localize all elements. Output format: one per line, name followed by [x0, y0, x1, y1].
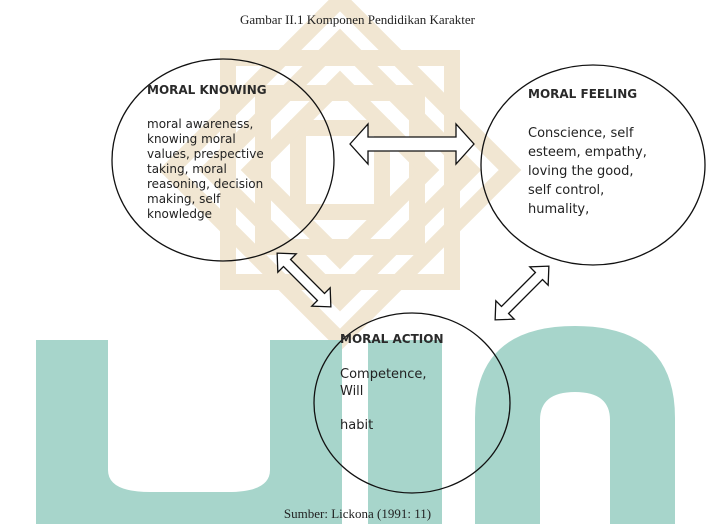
moral-feeling-title: MORAL FEELING — [528, 87, 638, 101]
moral-feeling-line: loving the good, — [528, 164, 634, 179]
moral-action-line: Competence, — [340, 367, 427, 382]
moral-knowing-line: values, prespective — [147, 147, 264, 161]
moral-knowing-circle — [111, 58, 335, 262]
moral-knowing-line: taking, moral — [147, 162, 227, 176]
moral-knowing-title: MORAL KNOWING — [147, 83, 267, 97]
moral-knowing-line: knowledge — [147, 207, 213, 221]
moral-knowing-line: making, self — [147, 192, 221, 206]
moral-knowing-line: moral awareness, — [147, 117, 254, 131]
arrow-knowing-action — [276, 252, 332, 308]
moral-knowing-line: knowing moral — [147, 132, 236, 146]
moral-action-text: Competence, Will habit — [340, 366, 427, 434]
moral-knowing-line: reasoning, decision — [147, 177, 264, 191]
moral-feeling-line: self control, — [528, 183, 605, 198]
arrow-feeling-action — [494, 265, 550, 321]
moral-action-title: MORAL ACTION — [340, 332, 444, 346]
moral-feeling-line: Conscience, self — [528, 126, 634, 141]
moral-feeling-text: Conscience, self esteem, empathy, loving… — [528, 124, 647, 219]
watermark-letters — [36, 326, 675, 524]
moral-knowing-text: moral awareness, knowing moral values, p… — [147, 117, 264, 222]
moral-action-line — [340, 400, 427, 417]
moral-action-line: Will — [340, 384, 364, 399]
arrow-knowing-feeling — [349, 122, 475, 166]
figure-source: Sumber: Lickona (1991: 11) — [283, 506, 432, 521]
figure-caption: Gambar II.1 Komponen Pendidikan Karakter — [239, 12, 475, 27]
moral-action-line: habit — [340, 418, 374, 433]
moral-feeling-line: humality, — [528, 202, 590, 217]
moral-feeling-circle — [480, 64, 706, 266]
moral-action-circle — [313, 312, 511, 494]
moral-feeling-line: esteem, empathy, — [528, 145, 647, 160]
